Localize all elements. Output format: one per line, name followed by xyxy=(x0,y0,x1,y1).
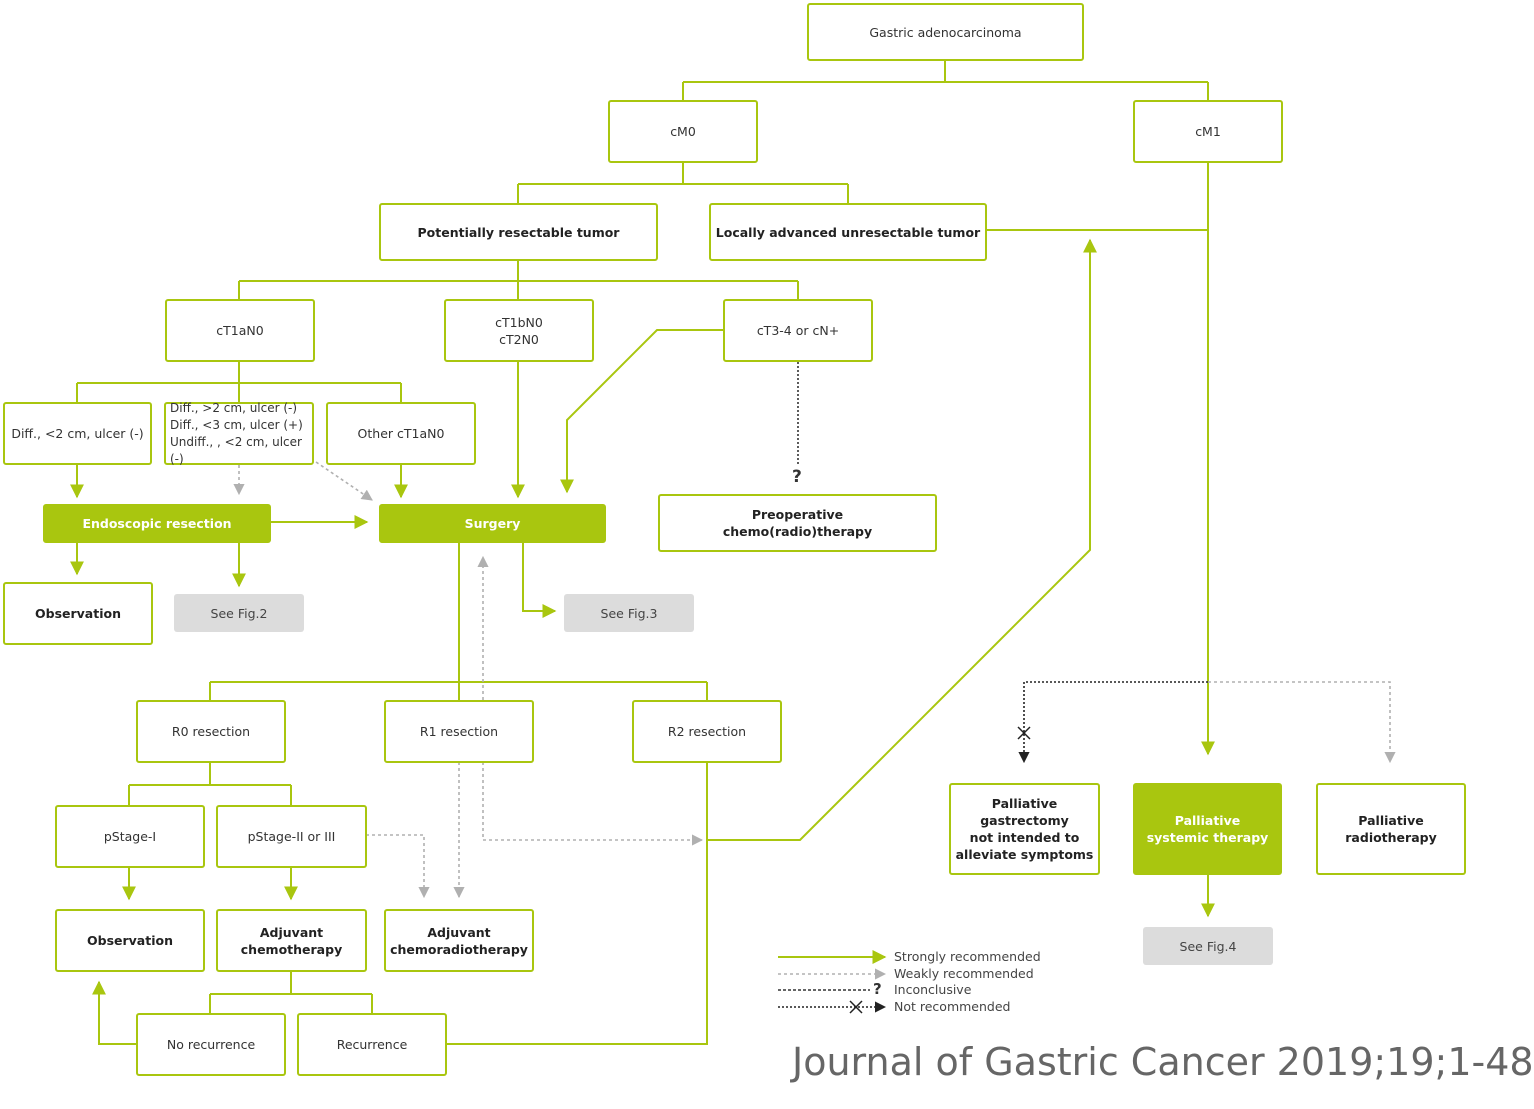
node-no-recurrence: No recurrence xyxy=(136,1013,286,1076)
node-ct1bn0-ct2n0: cT1bN0 cT2N0 xyxy=(444,299,594,362)
edge-gastric-split xyxy=(682,60,1209,100)
edge-norecurrence-observation xyxy=(92,980,136,1045)
node-cm0: cM0 xyxy=(608,100,758,163)
node-see-fig4[interactable]: See Fig.4 xyxy=(1143,927,1273,965)
edge-surgery-resections xyxy=(209,542,708,700)
node-gastric-adenocarcinoma: Gastric adenocarcinoma xyxy=(807,3,1084,61)
node-potentially-resectable: Potentially resectable tumor xyxy=(379,203,658,261)
edge-r1-r2-weak xyxy=(482,762,704,846)
node-locally-advanced-unresectable: Locally advanced unresectable tumor xyxy=(709,203,987,261)
node-r0-resection: R0 resection xyxy=(136,700,286,763)
legend-inconclusive: Inconclusive xyxy=(894,982,972,997)
edge-ct34-surgery xyxy=(560,329,723,494)
edge-cm1-gastrectomy-notrec xyxy=(1018,681,1208,764)
node-r2-resection: R2 resection xyxy=(632,700,782,763)
node-cm1: cM1 xyxy=(1133,100,1283,163)
node-see-fig2[interactable]: See Fig.2 xyxy=(174,594,304,632)
node-palliative-gastrectomy: Palliative gastrectomy not intended to a… xyxy=(949,783,1100,875)
node-pstage2-3: pStage-II or III xyxy=(216,805,367,868)
node-diff-extended: Diff., >2 cm, ulcer (-) Diff., <3 cm, ul… xyxy=(164,401,314,466)
node-ct34-cn: cT3-4 or cN+ xyxy=(723,299,873,362)
node-preoperative-therapy: Preoperative chemo(radio)therapy xyxy=(658,494,937,552)
node-diff-small: Diff., <2 cm, ulcer (-) xyxy=(3,402,152,465)
legend-strongly-recommended: Strongly recommended xyxy=(894,949,1041,964)
legend-inconclusive-mark: ? xyxy=(873,980,882,998)
not-recommended-cross xyxy=(1017,726,1031,740)
node-pstage1: pStage-I xyxy=(55,805,205,868)
edge-diffext-surgery-weak xyxy=(315,461,373,501)
node-observation-bottom: Observation xyxy=(55,909,205,972)
node-see-fig3[interactable]: See Fig.3 xyxy=(564,594,694,632)
node-palliative-radiotherapy: Palliative radiotherapy xyxy=(1316,783,1466,875)
node-palliative-systemic-therapy: Palliative systemic therapy xyxy=(1133,783,1282,875)
edge-pstage23-adjchemorad-weak xyxy=(366,834,430,899)
node-recurrence: Recurrence xyxy=(297,1013,447,1076)
node-adjuvant-chemoradiotherapy: Adjuvant chemoradiotherapy xyxy=(384,909,534,972)
node-endoscopic-resection: Endoscopic resection xyxy=(43,504,271,543)
inconclusive-question-mark: ? xyxy=(792,467,802,487)
edge-cm0-split xyxy=(517,162,849,203)
edge-resectable-split xyxy=(238,260,799,299)
node-surgery: Surgery xyxy=(379,504,606,543)
legend-not-recommended: Not recommended xyxy=(894,999,1011,1014)
edge-surgery-fig3 xyxy=(522,542,557,618)
node-ct1an0: cT1aN0 xyxy=(165,299,315,362)
node-adjuvant-chemotherapy: Adjuvant chemotherapy xyxy=(216,909,367,972)
citation: Journal of Gastric Cancer 2019;19;1-48 xyxy=(792,1040,1534,1084)
edge-r0-split xyxy=(128,762,292,805)
edge-ct1an0-split xyxy=(76,361,402,402)
legend-lines xyxy=(778,950,887,1014)
node-observation-top: Observation xyxy=(3,582,153,645)
flowchart-connectors xyxy=(70,60,1396,1045)
node-r1-resection: R1 resection xyxy=(384,700,534,763)
edge-cm1-radio-weak xyxy=(1208,681,1396,764)
edge-adjchemo-split xyxy=(209,972,373,1013)
legend-weakly-recommended: Weakly recommended xyxy=(894,966,1034,981)
edge-recurrence-r2-cm1 xyxy=(446,240,1090,1045)
node-other-ct1an0: Other cT1aN0 xyxy=(326,402,476,465)
